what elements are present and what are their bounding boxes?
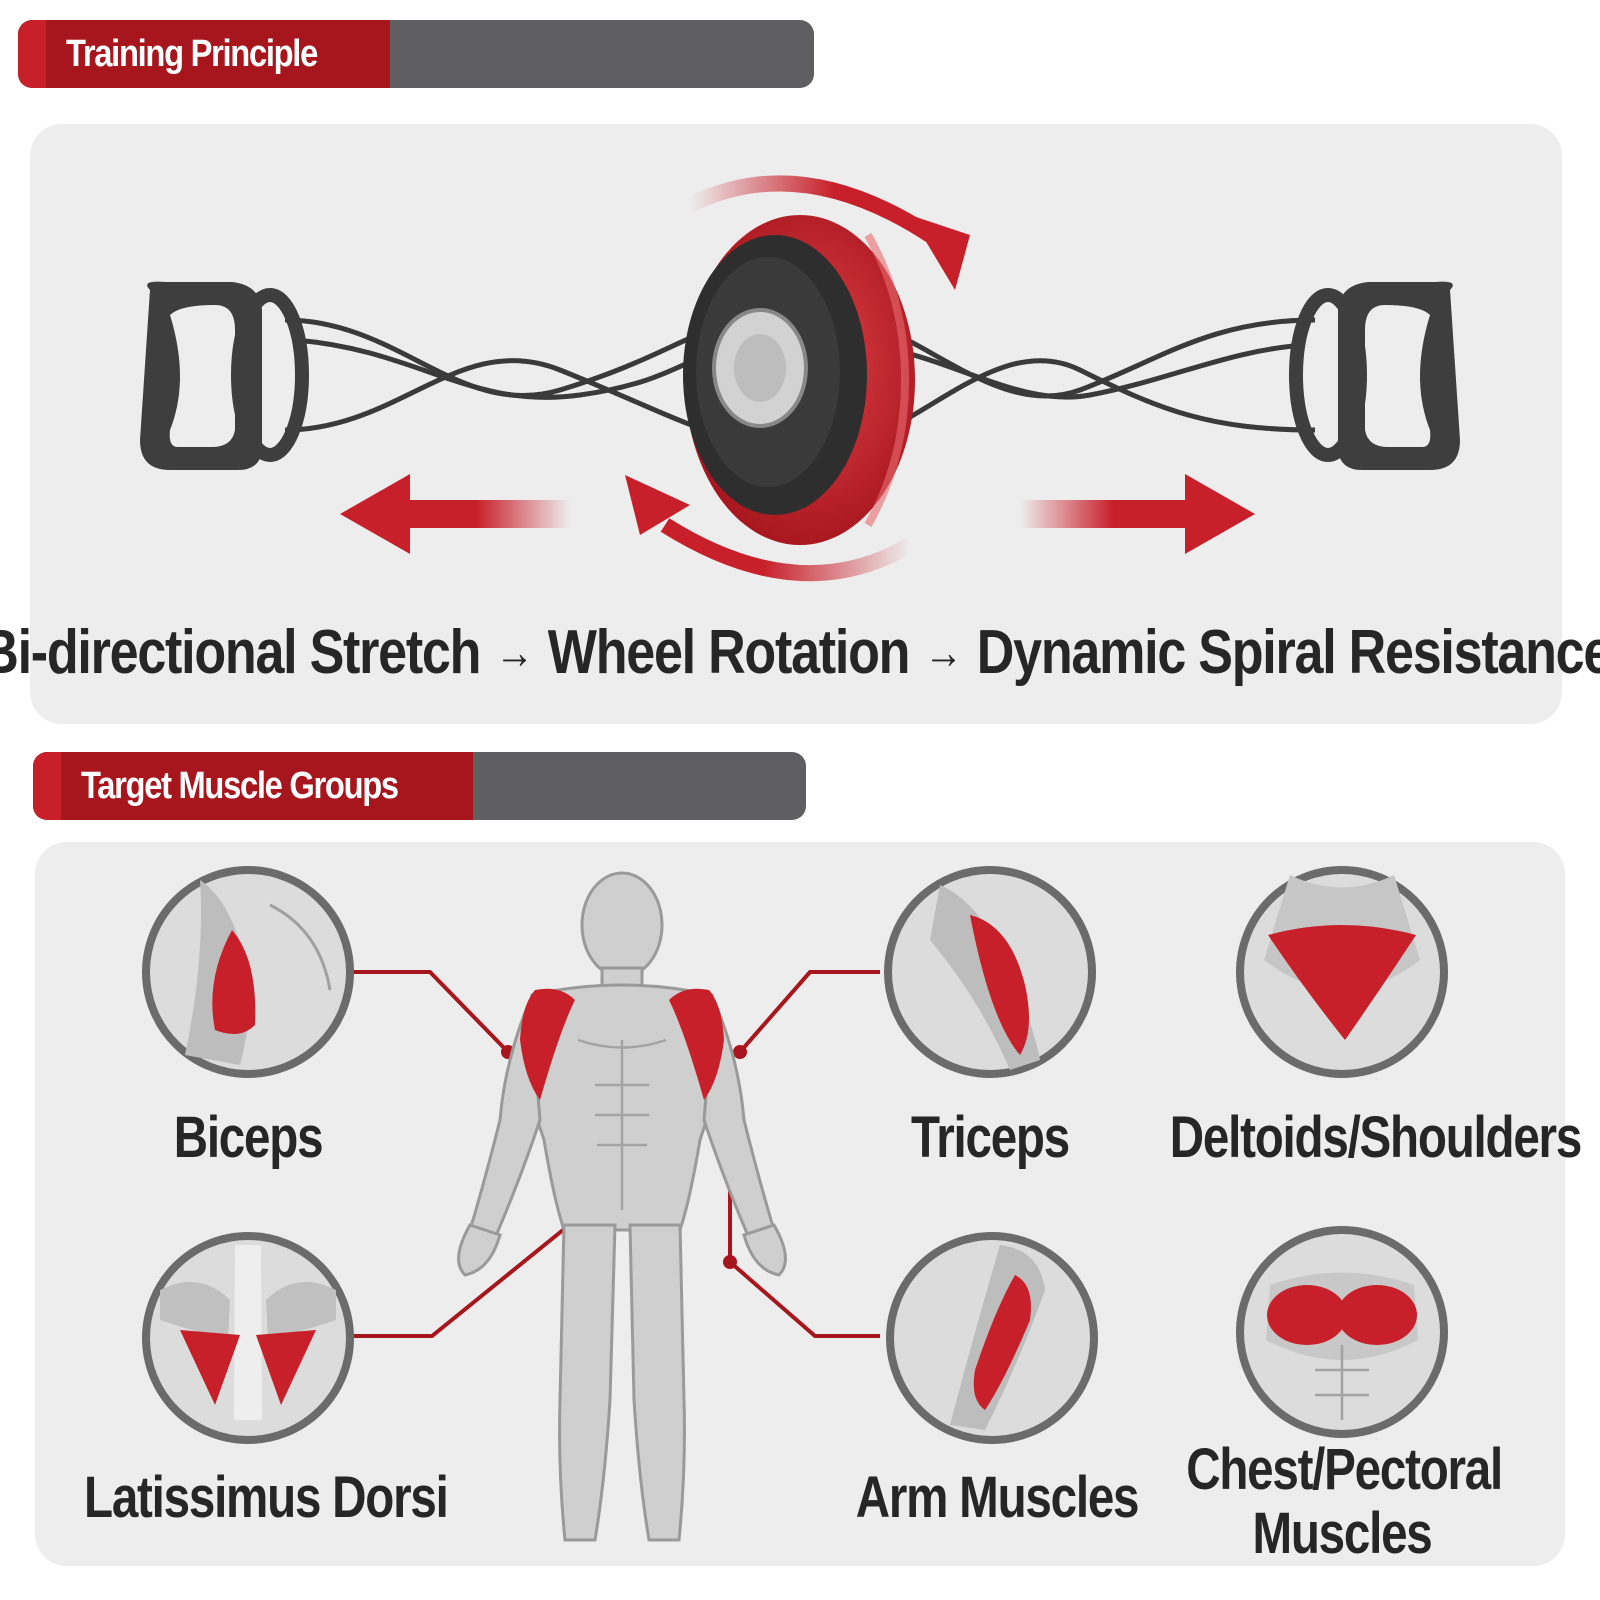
label-chest: Chest/Pectoral Muscles (1186, 1437, 1503, 1566)
section-title: Training Principle (66, 32, 318, 75)
handle-icon (1289, 281, 1460, 470)
label-lats: Latissimus Dorsi (84, 1465, 449, 1530)
section-header-target-muscles: Target Muscle Groups (33, 752, 806, 820)
lats-illustration (142, 1232, 354, 1444)
triceps-illustration (884, 866, 1096, 1078)
chest-illustration (1236, 1226, 1448, 1438)
body-figure-icon (457, 871, 787, 1542)
flow-step-resistance: Dynamic Spiral Resistance (976, 617, 1600, 687)
section-title: Target Muscle Groups (81, 764, 399, 807)
label-deltoids: Deltoids/Shoulders (1169, 1105, 1582, 1170)
flow-step-rotation: Wheel Rotation (547, 617, 911, 687)
handle-icon (140, 281, 309, 470)
label-chest-line1: Chest/Pectoral (1186, 1437, 1503, 1502)
flow-arrow-icon: → (924, 626, 963, 678)
deltoids-illustration (1236, 866, 1448, 1078)
label-biceps: Biceps (173, 1105, 324, 1170)
resistance-cables (284, 317, 1316, 443)
section-header-training-principle: Training Principle (18, 20, 814, 88)
arm-muscles-illustration (886, 1232, 1098, 1444)
biceps-illustration (142, 866, 354, 1078)
label-chest-line2: Muscles (1252, 1501, 1432, 1566)
flow-step-stretch: Bi-directional Stretch (0, 617, 481, 687)
rotation-arrow-icon (625, 175, 970, 582)
label-triceps: Triceps (911, 1105, 1070, 1170)
training-principle-illustration (140, 175, 1460, 582)
label-arm-muscles: Arm Muscles (855, 1465, 1140, 1530)
principle-flow: Bi-directional Stretch → Wheel Rotation … (0, 612, 1600, 692)
flow-arrow-icon: → (495, 626, 534, 678)
leader-lines (350, 970, 880, 1338)
resistance-wheel-icon (683, 215, 915, 545)
direction-arrow-icon (340, 474, 1255, 554)
